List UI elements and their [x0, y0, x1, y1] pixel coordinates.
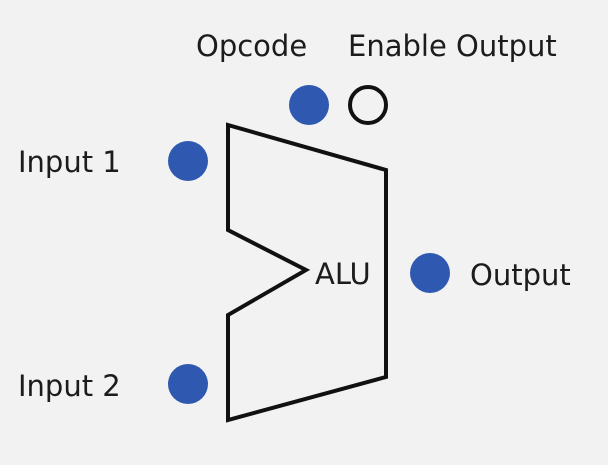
input1-pin[interactable]	[168, 141, 208, 181]
opcode-label: Opcode	[196, 29, 307, 63]
alu-body[interactable]	[226, 122, 388, 423]
input2-pin[interactable]	[168, 364, 208, 404]
enable-output-pin[interactable]	[348, 85, 388, 125]
input2-label: Input 2	[18, 369, 121, 403]
enable-output-label: Enable Output	[348, 29, 557, 63]
opcode-pin[interactable]	[289, 85, 329, 125]
input1-label: Input 1	[18, 145, 121, 179]
alu-label: ALU	[315, 257, 371, 291]
output-label: Output	[470, 258, 571, 292]
output-pin[interactable]	[410, 253, 450, 293]
